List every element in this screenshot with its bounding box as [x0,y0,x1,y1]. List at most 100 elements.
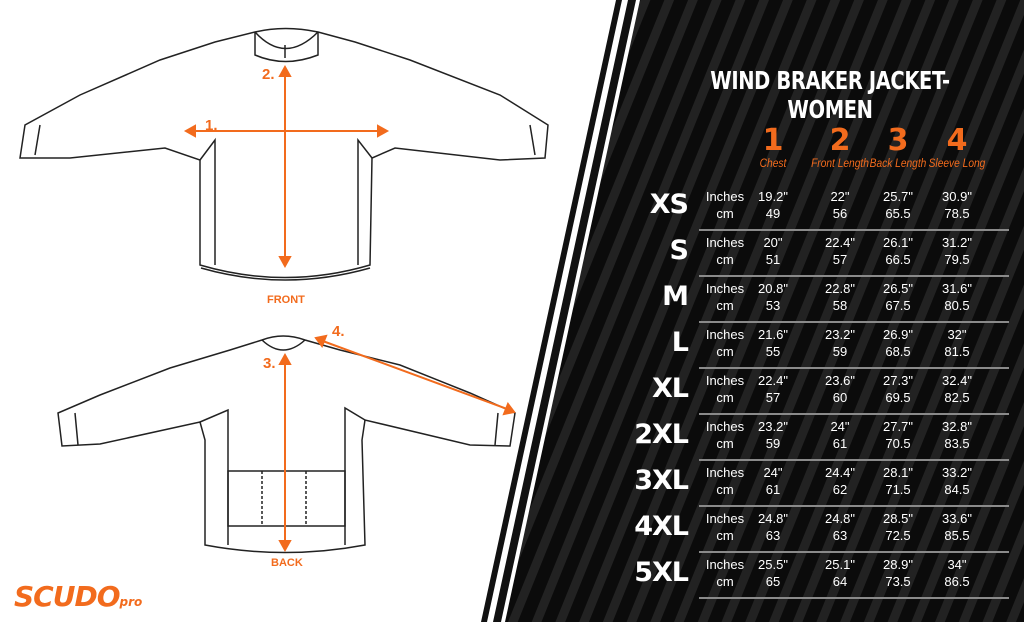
measurement-cell: 22.4"57 [805,234,875,268]
size-label: S [669,235,689,266]
value-cm: 57 [765,390,781,405]
measurement-cell: 28.9"73.5 [863,556,933,590]
size-label: XS [649,189,689,220]
measurement-cell: 23.6"60 [805,372,875,406]
value-inches: 26.5" [883,281,913,296]
measurement-cell: 28.1"71.5 [863,464,933,498]
value-inches: 33.6" [942,511,972,526]
unit-cm: cm [716,298,734,313]
value-cm: 59 [832,344,848,359]
value-cm: 57 [832,252,848,267]
value-inches: 25.5" [758,557,788,572]
measurement-cell: 25.5" 65 [738,556,808,590]
value-cm: 63 [832,528,848,543]
measurement-cell: 24"61 [805,418,875,452]
measurement-cell: 25.7"65.5 [863,188,933,222]
value-inches: 32" [947,327,967,342]
panel-edge-stripe [481,0,622,622]
unit-cm: cm [716,390,734,405]
unit-cm: cm [716,528,734,543]
value-cm: 66.5 [885,252,911,267]
unit-cm: cm [716,252,734,267]
value-inches: 22.4" [758,373,788,388]
front-label: FRONT [267,294,305,306]
measurement-cell: 33.2"84.5 [922,464,992,498]
value-cm: 56 [832,206,848,221]
value-cm: 67.5 [885,298,911,313]
column-label: Back Length [869,156,927,170]
back-label: BACK [271,557,303,569]
unit-cm: cm [716,206,734,221]
value-inches: 23.6" [825,373,855,388]
value-inches: 24" [830,419,850,434]
row-divider [699,229,1009,231]
value-inches: 23.2" [758,419,788,434]
value-inches: 31.6" [942,281,972,296]
measurement-cell: 26.1"66.5 [863,234,933,268]
value-cm: 79.5 [944,252,970,267]
row-divider [699,505,1009,507]
back-measurements [278,334,516,553]
value-inches: 27.7" [883,419,913,434]
value-cm: 83.5 [944,436,970,451]
chart-title: WIND BRAKER JACKET-WOMEN [710,66,950,124]
value-inches: 28.5" [883,511,913,526]
value-inches: 31.2" [942,235,972,250]
value-inches: 26.9" [883,327,913,342]
measurement-cell: 31.2" 79.5 [922,234,992,268]
marker-4: 4. [332,323,345,340]
value-cm: 80.5 [944,298,970,313]
value-cm: 61 [832,436,848,451]
measurement-cell: 23.2"59 [738,418,808,452]
measurement-cell: 26.9"68.5 [863,326,933,360]
measurement-cell: 26.5" 67.5 [863,280,933,314]
measurement-cell: 22.4" 57 [738,372,808,406]
value-inches: 34" [947,557,967,572]
value-inches: 24.4" [825,465,855,480]
measurement-cell: 27.7"70.5 [863,418,933,452]
value-inches: 22" [830,189,850,204]
dark-panel [505,0,1024,622]
unit-cm: cm [716,482,734,497]
value-cm: 53 [765,298,781,313]
value-inches: 27.3" [883,373,913,388]
measurement-cell: 25.1"64 [805,556,875,590]
unit-cm: cm [716,344,734,359]
value-cm: 62 [832,482,848,497]
measurement-cell: 20.8" 53 [738,280,808,314]
column-number: 1 [762,123,784,158]
size-label: M [662,281,689,312]
measurement-cell: 23.2"59 [805,326,875,360]
unit-cm: cm [716,574,734,589]
measurement-cell: 22.8"58 [805,280,875,314]
value-cm: 51 [765,252,781,267]
value-cm: 71.5 [885,482,911,497]
measurement-cell: 24.8"63 [805,510,875,544]
size-label: 5XL [634,557,689,588]
value-cm: 49 [765,206,781,221]
marker-3: 3. [263,355,276,372]
value-cm: 55 [765,344,781,359]
marker-1: 1. [205,117,218,134]
value-inches: 20.8" [758,281,788,296]
column-label: Chest [759,156,787,170]
value-cm: 73.5 [885,574,911,589]
measurement-cell: 32"81.5 [922,326,992,360]
value-inches: 22.8" [825,281,855,296]
value-cm: 65 [765,574,781,589]
value-cm: 85.5 [944,528,970,543]
column-number: 3 [887,123,909,158]
